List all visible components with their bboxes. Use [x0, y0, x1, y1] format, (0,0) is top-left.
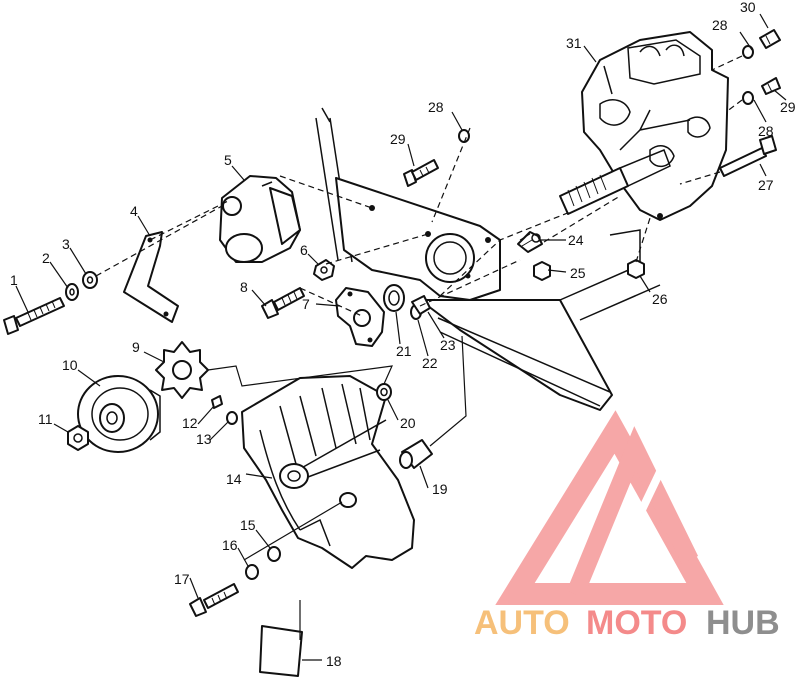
bolt-30 — [759, 29, 781, 49]
callout-15: 15 — [240, 517, 256, 533]
callout-9: 9 — [132, 339, 140, 355]
bracket-7 — [335, 287, 385, 347]
callout-16: 16 — [222, 537, 238, 553]
washer-28-lower — [742, 91, 754, 105]
bolt-29-center — [403, 159, 439, 187]
watermark-logo-graphic — [495, 410, 724, 605]
callout-28-center: 28 — [428, 99, 444, 115]
callout-29-right: 29 — [780, 99, 796, 115]
assembly-lines — [95, 55, 743, 640]
washer-16 — [245, 564, 259, 580]
callout-31: 31 — [566, 35, 582, 51]
callout-2: 2 — [42, 250, 50, 266]
nut-11 — [67, 425, 89, 451]
callout-21: 21 — [396, 343, 412, 359]
bolt-1 — [3, 297, 65, 335]
callout-25: 25 — [570, 265, 586, 281]
callout-19: 19 — [432, 481, 448, 497]
nut-26 — [627, 259, 645, 279]
callout-4: 4 — [130, 203, 138, 219]
decal-18 — [259, 625, 303, 677]
callout-30: 30 — [740, 0, 756, 15]
washer-28-mid — [458, 129, 470, 143]
watermark-hub: HUB — [706, 604, 780, 642]
callout-12: 12 — [182, 415, 198, 431]
bolt-27 — [719, 135, 777, 177]
bolt-29-right — [761, 77, 781, 95]
callout-14: 14 — [226, 471, 242, 487]
callout-23: 23 — [440, 337, 456, 353]
callout-7: 7 — [302, 296, 310, 312]
bolt-8 — [261, 287, 305, 319]
callout-11: 11 — [38, 411, 53, 427]
output-shaft — [559, 149, 671, 215]
washer-13 — [226, 411, 238, 425]
callout-24: 24 — [568, 232, 584, 248]
callout-6: 6 — [300, 242, 308, 258]
pulley-10 — [77, 375, 161, 453]
callout-8: 8 — [240, 279, 248, 295]
washer-2 — [65, 283, 79, 301]
washer-3 — [82, 271, 98, 289]
nut-20 — [376, 383, 392, 401]
callout-29-center: 29 — [390, 131, 406, 147]
nut-25 — [533, 261, 551, 281]
callout-13: 13 — [196, 431, 212, 447]
washer-28-upper — [742, 45, 754, 59]
callout-18: 18 — [326, 653, 342, 669]
callout-26: 26 — [652, 291, 668, 307]
callout-22: 22 — [422, 355, 438, 371]
watermark-moto: MOTO — [586, 604, 687, 642]
callout-28-right: 28 — [758, 123, 774, 139]
bolt-24 — [517, 231, 543, 253]
bolt-17 — [189, 583, 239, 617]
watermark-auto: AUTO — [474, 604, 570, 642]
callout-20: 20 — [400, 415, 416, 431]
callout-labels: 1 2 3 4 5 6 7 8 9 10 11 12 13 14 15 16 1… — [10, 0, 796, 669]
spacer-19 — [399, 439, 433, 469]
callout-17: 17 — [174, 571, 190, 587]
callout-10: 10 — [62, 357, 78, 373]
cover-14 — [241, 375, 415, 569]
callout-28-top: 28 — [712, 17, 728, 33]
watermark-text: AUTO MOTO HUB — [474, 604, 780, 642]
callout-5: 5 — [224, 152, 232, 168]
callout-3: 3 — [62, 236, 70, 252]
sprocket-9 — [155, 341, 209, 399]
nut-6 — [313, 259, 335, 281]
mounting-plate — [335, 177, 501, 301]
callout-leaders — [15, 13, 787, 661]
washer-15 — [267, 546, 281, 562]
callout-27: 27 — [758, 177, 774, 193]
housing-5 — [219, 175, 301, 263]
screw-12 — [211, 395, 223, 409]
seal-21 — [383, 284, 405, 312]
callout-1: 1 — [10, 272, 18, 288]
